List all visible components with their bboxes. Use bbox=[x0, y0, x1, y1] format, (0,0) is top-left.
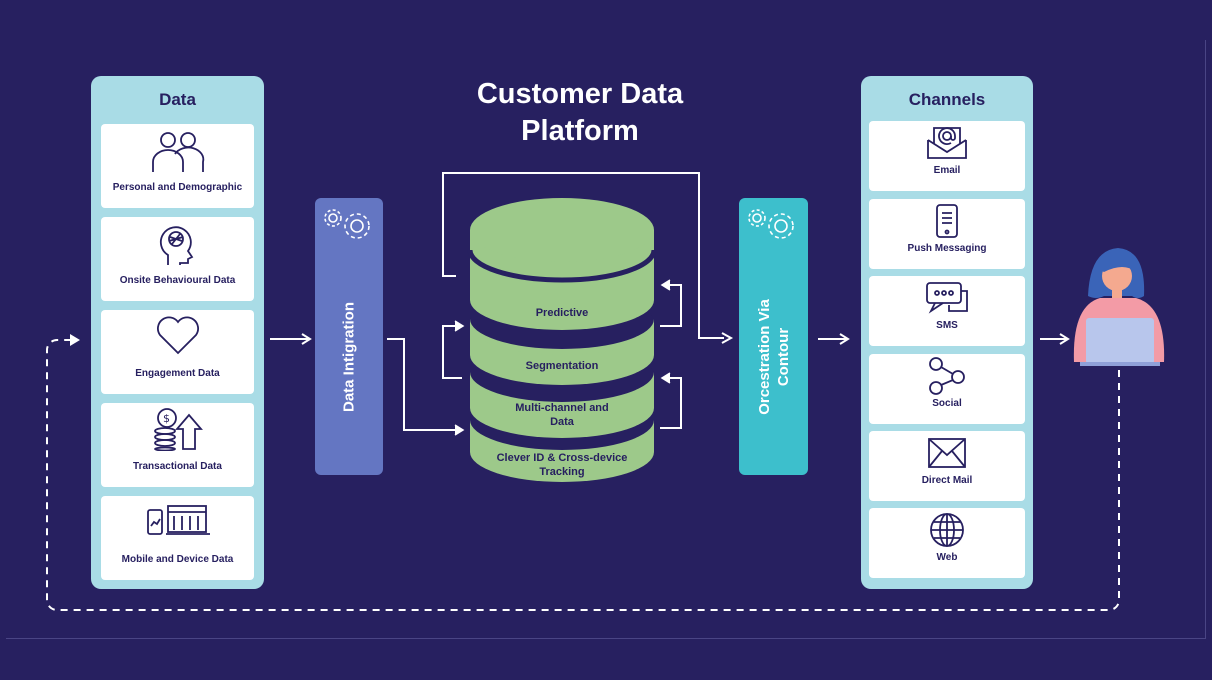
channel-card-push: Push Messaging bbox=[869, 199, 1025, 269]
arrow-data-to-integration bbox=[270, 333, 312, 345]
customer-avatar-icon bbox=[1073, 248, 1165, 366]
arrow-head bbox=[70, 334, 80, 346]
arrow-head bbox=[454, 424, 465, 436]
gears-icon bbox=[324, 209, 370, 239]
brain-head-icon bbox=[159, 226, 193, 265]
channel-card-label: SMS bbox=[936, 320, 958, 331]
loop-bracket bbox=[442, 172, 724, 339]
orchestration-stage: Orcestration Via Contour bbox=[739, 198, 808, 475]
channel-card-email: Email bbox=[869, 121, 1025, 191]
channel-card-label: Web bbox=[936, 552, 958, 563]
data-card-behavioural: Onsite Behavioural Data bbox=[101, 217, 254, 301]
arrow-head bbox=[660, 372, 671, 384]
channel-card-label: Direct Mail bbox=[921, 475, 973, 486]
frame-divider-right bbox=[1205, 40, 1206, 639]
envelope-icon bbox=[928, 438, 966, 468]
left-feedback-bracket bbox=[442, 325, 462, 379]
data-card-label: Mobile and Device Data bbox=[121, 554, 234, 565]
channel-card-social: Social bbox=[869, 354, 1025, 424]
chat-icon bbox=[926, 282, 968, 314]
channel-card-label: Push Messaging bbox=[907, 243, 987, 254]
title-line-2: Platform bbox=[521, 115, 639, 147]
heart-icon bbox=[156, 316, 199, 355]
channels-panel-title: Channels bbox=[908, 90, 986, 109]
arrow-head bbox=[721, 332, 734, 344]
data-panel-title: Data bbox=[159, 90, 196, 109]
data-card-mobile: Mobile and Device Data bbox=[101, 496, 254, 580]
gears-icon bbox=[748, 209, 794, 239]
channel-card-direct-mail: Direct Mail bbox=[869, 431, 1025, 501]
channel-card-label: Email bbox=[933, 165, 961, 176]
globe-icon bbox=[930, 513, 964, 547]
diagram-title: Customer Data Platform bbox=[430, 76, 730, 150]
coins-arrow-icon: $ bbox=[153, 408, 203, 451]
arrow-orchestration-to-channels bbox=[818, 333, 850, 345]
svg-text:$: $ bbox=[163, 412, 170, 425]
arrow-head bbox=[454, 320, 465, 332]
title-line-1: Customer Data bbox=[476, 78, 684, 110]
data-card-label: Engagement Data bbox=[135, 368, 220, 379]
data-panel: Data Personal and Demographic Onsite Beh… bbox=[91, 76, 264, 589]
db-layer-top bbox=[467, 198, 657, 330]
channel-card-label: Social bbox=[932, 398, 962, 409]
data-card-label: Personal and Demographic bbox=[112, 182, 243, 193]
arrow-channels-to-customer bbox=[1040, 333, 1070, 345]
integration-connector bbox=[387, 338, 458, 431]
frame-divider-bottom bbox=[6, 638, 1206, 639]
data-card-personal: Personal and Demographic bbox=[101, 124, 254, 208]
social-icon bbox=[929, 357, 965, 395]
data-card-label: Transactional Data bbox=[133, 461, 222, 472]
channel-card-sms: SMS bbox=[869, 276, 1025, 346]
data-integration-stage: Data Intigration bbox=[315, 198, 383, 475]
phone-icon bbox=[936, 204, 958, 238]
devices-icon bbox=[146, 505, 210, 535]
channels-panel: Channels Email Push Messaging SMS Social… bbox=[861, 76, 1033, 589]
data-card-engagement: Engagement Data bbox=[101, 310, 254, 394]
right-feedback-bracket-2 bbox=[660, 377, 682, 429]
people-icon bbox=[151, 132, 204, 172]
email-icon bbox=[927, 127, 967, 159]
dashed-feedback-loop bbox=[46, 339, 1120, 611]
arrow-head bbox=[660, 279, 671, 291]
db-label-predictive: Predictive bbox=[535, 307, 589, 319]
db-label-segmentation: Segmentation bbox=[525, 360, 599, 372]
right-feedback-bracket-1 bbox=[660, 284, 682, 327]
data-card-transactional: $ Transactional Data bbox=[101, 403, 254, 487]
channel-card-web: Web bbox=[869, 508, 1025, 578]
db-label-clever-id: Clever ID & Cross-device Tracking bbox=[496, 452, 628, 478]
db-label-multichannel: Multi-channel and Data bbox=[515, 402, 609, 428]
data-card-label: Onsite Behavioural Data bbox=[119, 275, 236, 286]
